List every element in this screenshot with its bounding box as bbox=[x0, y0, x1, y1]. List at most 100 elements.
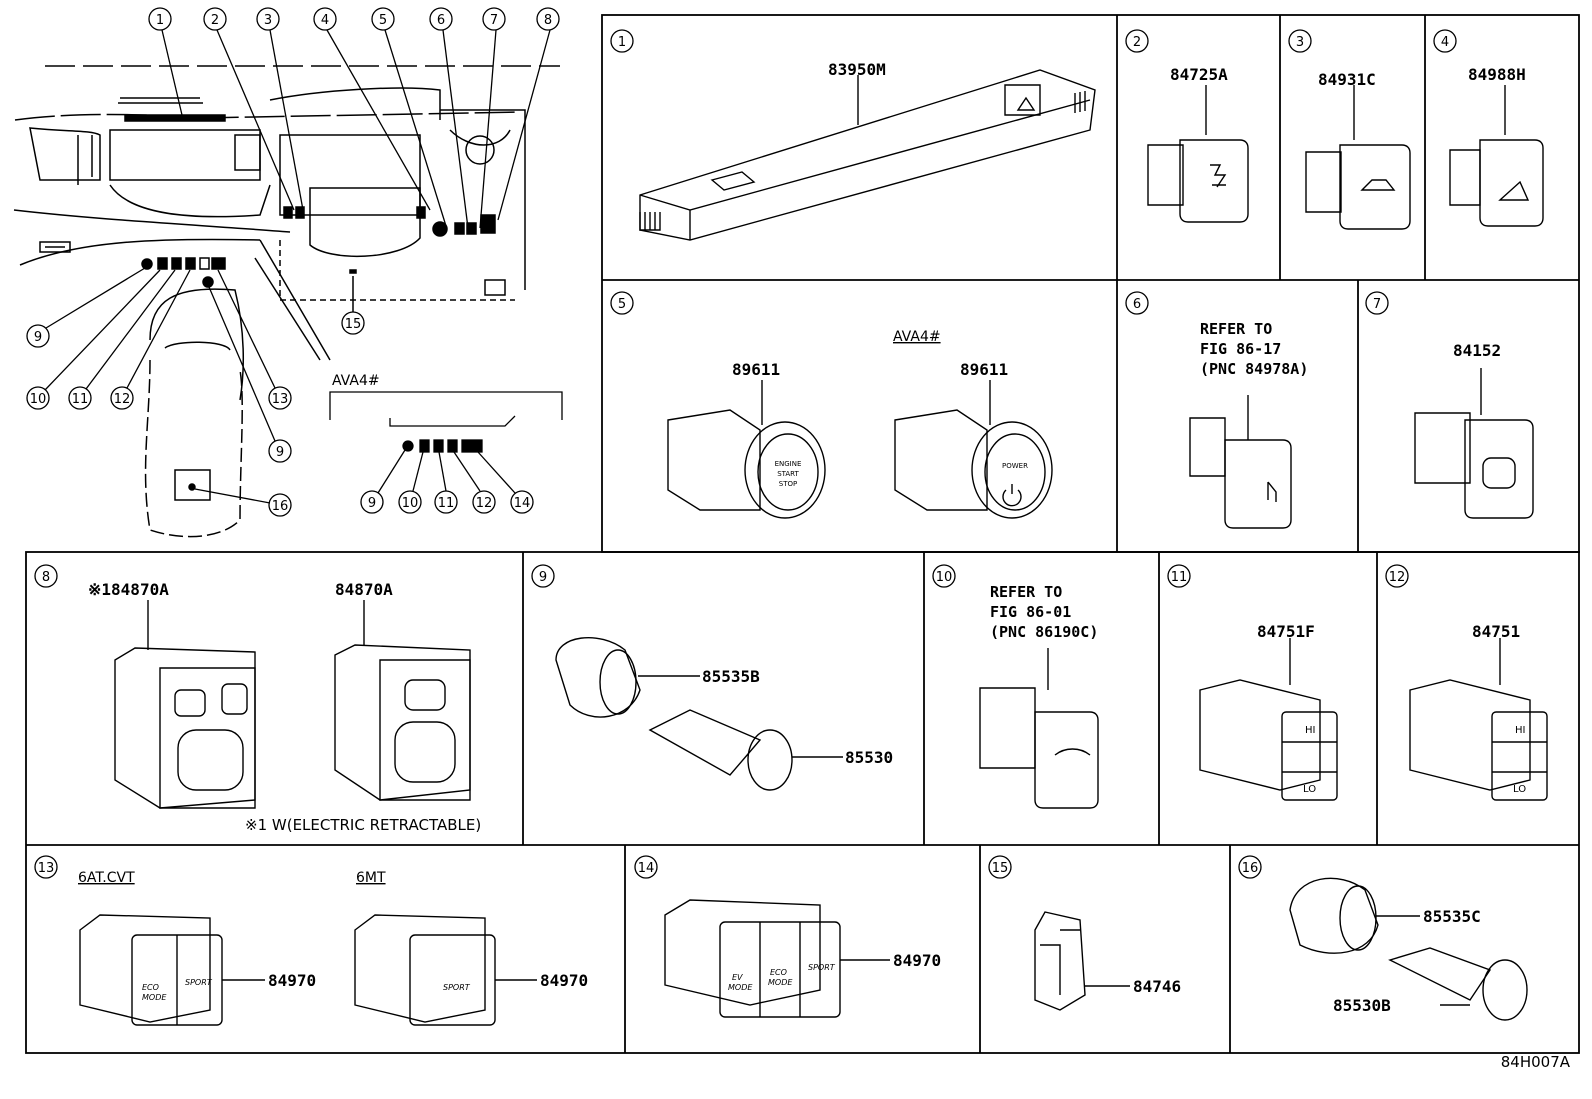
key-ev-14: EV bbox=[732, 973, 743, 982]
dashboard-outline bbox=[13, 65, 560, 538]
refer-6-line2: FIG 86-17 bbox=[1200, 340, 1281, 358]
btn-power: POWER bbox=[1002, 462, 1028, 470]
callout-3: 3 bbox=[264, 13, 272, 28]
ava-callout-10: 10 bbox=[402, 496, 419, 511]
variant-6mt: 6MT bbox=[356, 870, 386, 886]
panel-4-drawing bbox=[1449, 85, 1544, 227]
panel-num-1: 1 bbox=[618, 35, 626, 50]
refer-6-line1: REFER TO bbox=[1200, 320, 1272, 338]
ava-callout-9: 9 bbox=[368, 496, 376, 511]
top-callout-labels: 1 2 3 4 5 6 7 8 bbox=[156, 13, 552, 28]
part-84970-at: 84970 bbox=[268, 971, 316, 990]
part-84746: 84746 bbox=[1133, 977, 1181, 996]
panel-num-8: 8 bbox=[42, 570, 50, 585]
key-eco-14: ECO bbox=[770, 968, 787, 977]
callout-16: 16 bbox=[272, 499, 289, 514]
panel-num-2: 2 bbox=[1133, 35, 1141, 50]
part-85535B: 85535B bbox=[702, 667, 760, 686]
part-84725A: 84725A bbox=[1170, 65, 1228, 84]
btn-stop: STOP bbox=[779, 480, 797, 488]
callout-2: 2 bbox=[211, 13, 219, 28]
key-hi-11: HI bbox=[1305, 725, 1315, 736]
panel-8-drawing bbox=[114, 600, 471, 809]
part-84152: 84152 bbox=[1453, 341, 1501, 360]
panel-1-drawing bbox=[639, 69, 1096, 241]
panel-num-14: 14 bbox=[638, 861, 655, 876]
callout-9: 9 bbox=[34, 330, 42, 345]
callout-8: 8 bbox=[544, 13, 552, 28]
key-sport-13b: SPORT bbox=[443, 983, 471, 992]
variant-6at-cvt: 6AT.CVT bbox=[78, 870, 135, 886]
callout-1: 1 bbox=[156, 13, 164, 28]
callout-12: 12 bbox=[114, 392, 131, 407]
part-84751: 84751 bbox=[1472, 622, 1520, 641]
panel-num-12: 12 bbox=[1389, 570, 1406, 585]
part-85530B: 85530B bbox=[1333, 996, 1391, 1015]
panel-15-drawing bbox=[1034, 911, 1130, 1011]
refer-10-line1: REFER TO bbox=[990, 583, 1062, 601]
panel-num-3: 3 bbox=[1296, 35, 1304, 50]
panel-2-drawing bbox=[1147, 85, 1249, 223]
callout-6: 6 bbox=[437, 13, 445, 28]
panel-num-5: 5 bbox=[618, 297, 626, 312]
key-mode-14a: MODE bbox=[728, 983, 753, 992]
panel-12-drawing bbox=[1409, 638, 1548, 801]
ava-inset bbox=[329, 391, 563, 514]
part-84751F: 84751F bbox=[1257, 622, 1315, 641]
panel-14-drawing bbox=[664, 899, 890, 1018]
part-84870A: 84870A bbox=[335, 580, 393, 599]
panel-11-drawing bbox=[1199, 638, 1338, 801]
key-mode-13: MODE bbox=[142, 993, 167, 1002]
callout-13: 13 bbox=[272, 392, 289, 407]
panel-grid bbox=[25, 14, 1580, 1054]
key-sport-14: SPORT bbox=[808, 963, 836, 972]
panel-13-drawing bbox=[79, 914, 537, 1026]
refer-10-line3: (PNC 86190C) bbox=[990, 623, 1098, 641]
part-85535C: 85535C bbox=[1423, 907, 1481, 926]
panel-num-11: 11 bbox=[1171, 570, 1188, 585]
refer-10-line2: FIG 86-01 bbox=[990, 603, 1071, 621]
part-89611: 89611 bbox=[732, 360, 780, 379]
part-84988H: 84988H bbox=[1468, 65, 1526, 84]
panel-num-4: 4 bbox=[1441, 35, 1449, 50]
key-lo-12: LO bbox=[1513, 784, 1526, 795]
figure-code: 84H007A bbox=[1500, 1053, 1570, 1071]
panel-number-labels: 1 2 3 4 5 6 7 8 9 10 11 12 13 14 15 16 bbox=[38, 35, 1449, 876]
part-83950M: 83950M bbox=[828, 60, 886, 79]
panel-num-13: 13 bbox=[38, 861, 55, 876]
key-sport-13: SPORT bbox=[185, 978, 213, 987]
panel-number-circles bbox=[34, 29, 1457, 879]
panel-num-6: 6 bbox=[1133, 297, 1141, 312]
part-84970-mt: 84970 bbox=[540, 971, 588, 990]
part-89611-ava: 89611 bbox=[960, 360, 1008, 379]
ava-callout-11: 11 bbox=[438, 496, 455, 511]
callout-4: 4 bbox=[321, 13, 329, 28]
btn-start: START bbox=[777, 470, 799, 478]
part-84931C: 84931C bbox=[1318, 70, 1376, 89]
note-electric-retractable: ※1 W(ELECTRIC RETRACTABLE) bbox=[245, 816, 481, 834]
panel-num-10: 10 bbox=[936, 570, 953, 585]
refer-6-line3: (PNC 84978A) bbox=[1200, 360, 1308, 378]
panel-3-drawing bbox=[1305, 85, 1411, 230]
ava-label: AVA4# bbox=[332, 373, 380, 389]
panel-5-drawing bbox=[667, 380, 1053, 519]
panel-num-7: 7 bbox=[1373, 297, 1381, 312]
callout-10: 10 bbox=[30, 392, 47, 407]
panel-6-drawing bbox=[1189, 395, 1292, 529]
panel-16-drawing bbox=[1289, 877, 1528, 1021]
key-hi-12: HI bbox=[1515, 725, 1525, 736]
panel-9-drawing bbox=[555, 637, 843, 791]
panel-num-15: 15 bbox=[992, 861, 1009, 876]
key-lo-11: LO bbox=[1303, 784, 1316, 795]
top-callouts bbox=[148, 7, 560, 229]
part-85530: 85530 bbox=[845, 748, 893, 767]
panel-num-9: 9 bbox=[539, 570, 547, 585]
part-84870A-retract: ※184870A bbox=[88, 580, 169, 599]
btn-engine: ENGINE bbox=[775, 460, 802, 468]
ava-callout-14: 14 bbox=[514, 496, 531, 511]
part-84970-ev: 84970 bbox=[893, 951, 941, 970]
ava-callout-12: 12 bbox=[476, 496, 493, 511]
variant-ava4: AVA4# bbox=[893, 329, 941, 345]
panel-7-drawing bbox=[1414, 368, 1534, 519]
